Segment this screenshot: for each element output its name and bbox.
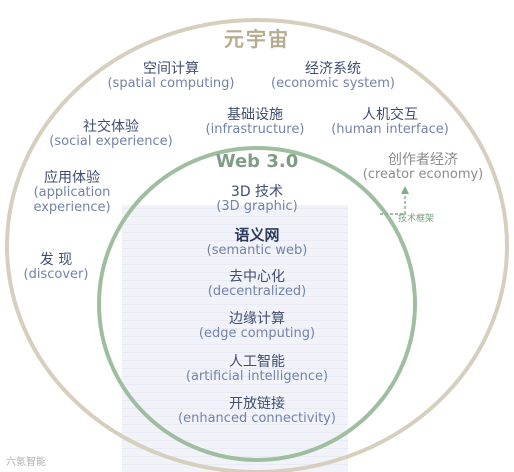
inner-item-semantic-web: 语义网 (semantic web): [177, 226, 337, 259]
inner-item-cn: 语义网: [234, 226, 280, 244]
inner-item-en: (edge computing): [198, 326, 316, 342]
outer-item-en: (discover): [23, 267, 89, 283]
inner-item-artificial-intelligence: 人工智能 (artificial intelligence): [167, 354, 347, 385]
inner-item-en: (3D graphic): [216, 199, 298, 215]
outer-item-application-experience: 应用体验 (application experience): [20, 170, 124, 216]
inner-circle-web3: [97, 146, 417, 462]
inner-item-en: (decentralized): [207, 284, 307, 300]
inner-item-cn: 3D 技术: [230, 184, 284, 200]
outer-item-en: (economic system): [271, 76, 395, 92]
creator-item-en: (creator economy): [362, 167, 484, 183]
connector-label: 技术框架: [398, 214, 435, 224]
outer-item-cn: 人机交互: [362, 107, 418, 123]
title-metaverse: 元宇宙: [224, 27, 290, 51]
outer-item-en: (infrastructure): [205, 122, 305, 138]
outer-item-en: (human interface): [331, 122, 449, 138]
outer-item-spatial-computing: 空间计算 (spatial computing): [96, 61, 246, 92]
outer-item-cn: 应用体验: [44, 170, 100, 186]
outer-circle-metaverse: [5, 18, 509, 472]
inner-item-cn: 边缘计算: [229, 311, 285, 327]
inner-item-decentralized: 去中心化 (decentralized): [177, 269, 337, 300]
outer-item-cn: 经济系统: [305, 61, 361, 77]
outer-item-cn: 空间计算: [143, 61, 199, 77]
outer-item-infrastructure: 基础设施 (infrastructure): [195, 107, 315, 138]
outer-item-cn: 基础设施: [227, 107, 283, 123]
outer-item-creator-economy: 创作者经济 (creator economy): [355, 152, 491, 183]
watermark: 六氪智能: [6, 457, 46, 468]
outer-item-en: (spatial computing): [107, 76, 235, 92]
inner-item-cn: 去中心化: [229, 269, 285, 285]
title-web3: Web 3.0: [215, 151, 299, 172]
inner-item-en: (enhanced connectivity): [178, 411, 336, 427]
outer-item-en-line2: experience): [33, 200, 111, 216]
outer-item-en: (social experience): [49, 134, 173, 150]
outer-item-economic-system: 经济系统 (economic system): [262, 61, 404, 92]
inner-item-cn: 开放链接: [229, 396, 285, 412]
outer-item-cn: 社交体验: [83, 119, 139, 135]
outer-item-cn: 发 现: [39, 252, 73, 268]
outer-item-en: (application: [33, 185, 111, 201]
inner-item-cn: 人工智能: [229, 354, 285, 370]
inner-item-en: (artificial intelligence): [185, 369, 329, 385]
connector-arrow: [380, 190, 406, 215]
inner-item-enhanced-connectivity: 开放链接 (enhanced connectivity): [162, 396, 352, 427]
inner-item-3d-graphic: 3D 技术 (3D graphic): [177, 184, 337, 215]
outer-item-social-experience: 社交体验 (social experience): [35, 119, 187, 150]
creator-item-cn: 创作者经济: [388, 152, 458, 168]
inner-item-edge-computing: 边缘计算 (edge computing): [177, 311, 337, 342]
outer-item-human-interface: 人机交互 (human interface): [322, 107, 458, 138]
outer-item-discover: 发 现 (discover): [16, 252, 96, 283]
inner-item-en: (semantic web): [206, 243, 308, 259]
connector-arrow-head: [401, 186, 409, 194]
